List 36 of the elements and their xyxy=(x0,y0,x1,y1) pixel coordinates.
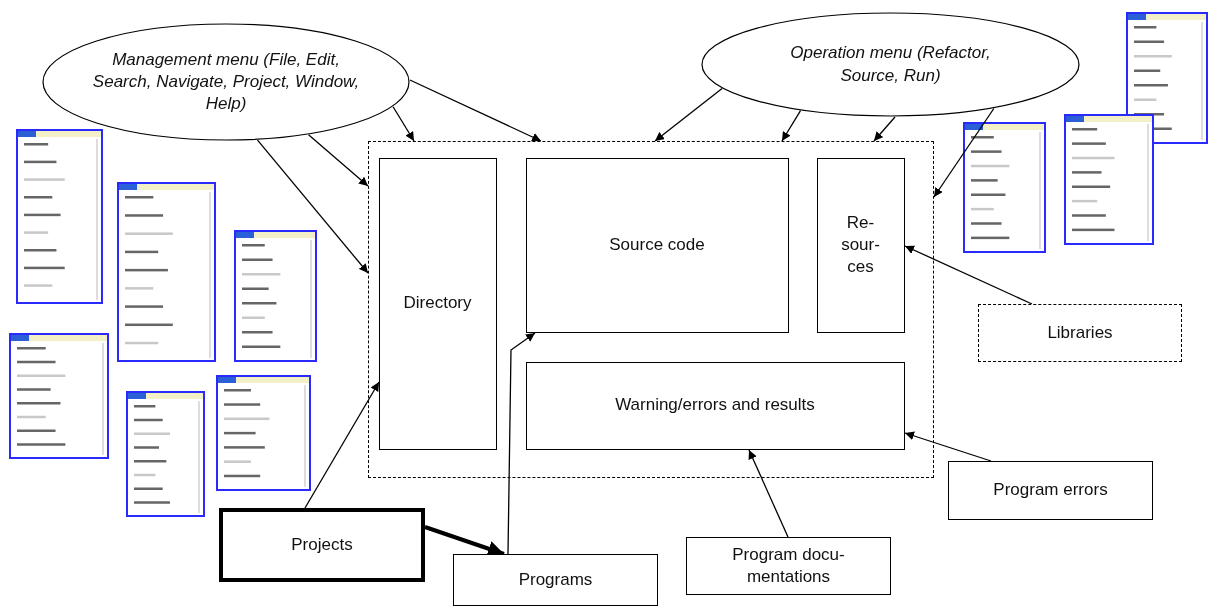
ellipse-node xyxy=(701,12,1080,117)
node-label: Warning/errors and results xyxy=(615,394,815,417)
node-label: Libraries xyxy=(1047,321,1113,344)
arrow xyxy=(409,79,542,142)
process-box xyxy=(978,304,1182,362)
arrow xyxy=(873,116,896,142)
node-label: Re- sour- ces xyxy=(840,211,881,279)
arrow xyxy=(307,134,369,187)
process-box xyxy=(525,361,905,450)
node-label: Programs xyxy=(518,568,593,591)
arrow xyxy=(304,381,380,509)
arrow xyxy=(392,106,415,142)
node-label: Source code xyxy=(609,233,705,256)
node-label: Management menu (File, Edit, Search, Navigate, Project, Window, Help) xyxy=(91,48,361,116)
node-label: Program docu- mentations xyxy=(731,543,846,588)
node-label: Operation menu (Refactor, Source, Run) xyxy=(789,42,992,87)
arrow xyxy=(904,431,992,462)
arrow xyxy=(507,332,536,555)
arrow xyxy=(781,110,802,142)
process-box xyxy=(453,554,658,606)
arrow xyxy=(933,107,995,198)
arrow xyxy=(654,87,723,142)
ellipse-node xyxy=(42,23,410,141)
arrow xyxy=(256,139,369,274)
node-label: Directory xyxy=(403,292,472,315)
process-box xyxy=(816,157,905,333)
process-box xyxy=(219,508,425,582)
arrow xyxy=(748,449,789,538)
process-box xyxy=(525,157,789,333)
arrow xyxy=(904,245,1033,305)
process-box xyxy=(378,157,497,450)
node-label: Projects xyxy=(291,533,353,556)
dashed-frame xyxy=(368,141,934,478)
process-box xyxy=(948,461,1153,520)
process-box xyxy=(686,537,891,595)
node-label: Program errors xyxy=(993,479,1108,502)
